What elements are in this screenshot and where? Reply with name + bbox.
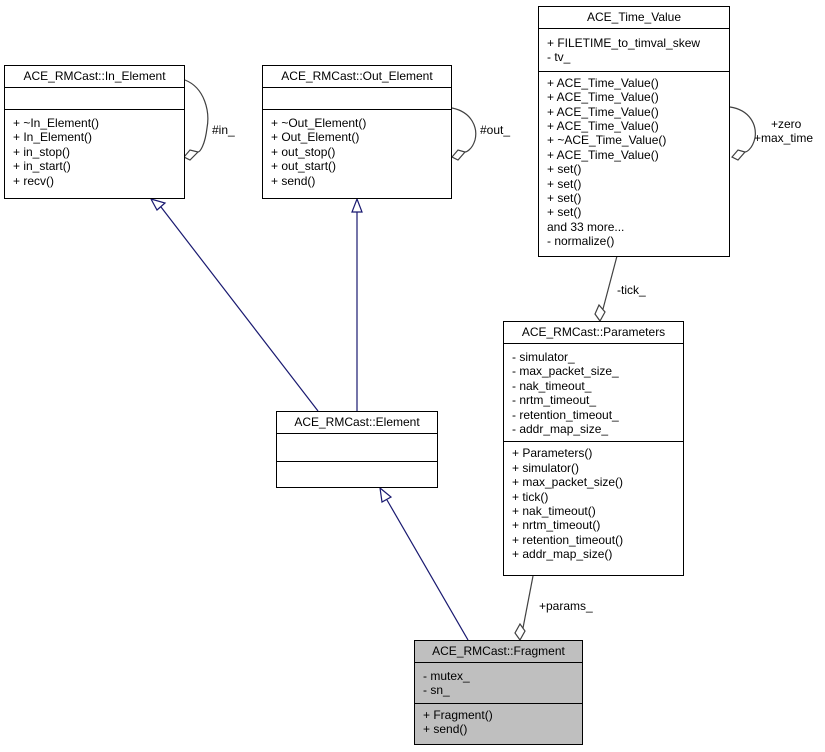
association-diamond-tick bbox=[594, 303, 606, 323]
method: + tick() bbox=[512, 489, 549, 504]
methods-section: + Parameters() + simulator() + max_packe… bbox=[504, 442, 683, 564]
method: + ~In_Element() bbox=[13, 116, 100, 130]
attributes-section bbox=[5, 88, 184, 110]
attribute: - nak_timeout_ bbox=[512, 378, 592, 393]
method: + send() bbox=[271, 173, 316, 188]
method: + ACE_Time_Value() bbox=[547, 104, 659, 119]
attribute: + FILETIME_to_timval_skew bbox=[547, 36, 701, 50]
inheritance-arrowhead-out-element bbox=[351, 197, 363, 213]
class-name: ACE_RMCast::Out_Element bbox=[263, 66, 451, 88]
method: + in_stop() bbox=[13, 144, 71, 159]
class-name: ACE_RMCast::Element bbox=[277, 412, 437, 434]
inheritance-edge-fragment-element bbox=[386, 499, 469, 641]
method: + addr_map_size() bbox=[512, 547, 613, 562]
attribute: - max_packet_size_ bbox=[512, 364, 619, 379]
tick-label: -tick_ bbox=[617, 283, 646, 297]
self-association-edge-time-value bbox=[729, 106, 756, 153]
self-association-diamond-out-element bbox=[451, 149, 467, 161]
method: + nrtm_timeout() bbox=[512, 518, 601, 533]
methods-section: + Fragment() + send() bbox=[415, 704, 582, 740]
method: + set() bbox=[547, 176, 582, 191]
method: + set() bbox=[547, 190, 582, 205]
method: + recv() bbox=[13, 173, 55, 188]
method: + send() bbox=[423, 722, 468, 737]
method: + Fragment() bbox=[423, 707, 493, 722]
attribute: - retention_timeout_ bbox=[512, 407, 619, 422]
method: + out_start() bbox=[271, 159, 337, 174]
association-diamond-params bbox=[514, 622, 526, 642]
methods-section: + ACE_Time_Value() + ACE_Time_Value() + … bbox=[539, 72, 729, 252]
inheritance-arrowhead-element bbox=[379, 486, 393, 503]
method: + set() bbox=[547, 162, 582, 177]
methods-section: + ~Out_Element() + Out_Element() + out_s… bbox=[263, 110, 451, 191]
attribute: - simulator_ bbox=[512, 350, 575, 364]
method: + ACE_Time_Value() bbox=[547, 118, 659, 133]
class-parameters[interactable]: ACE_RMCast::Parameters - simulator_ - ma… bbox=[503, 321, 684, 576]
self-association-edge-out-element bbox=[451, 107, 477, 153]
attribute: - nrtm_timeout_ bbox=[512, 393, 597, 408]
method: + ACE_Time_Value() bbox=[547, 90, 659, 105]
self-association-edge-in-element bbox=[184, 79, 209, 153]
attribute: - mutex_ bbox=[423, 669, 470, 683]
in-self-label: #in_ bbox=[212, 123, 235, 137]
attribute: - addr_map_size_ bbox=[512, 421, 609, 436]
attributes-section: - mutex_ - sn_ bbox=[415, 663, 582, 704]
class-fragment[interactable]: ACE_RMCast::Fragment - mutex_ - sn_ + Fr… bbox=[414, 640, 583, 745]
method: + nak_timeout() bbox=[512, 503, 596, 518]
class-ace-time-value[interactable]: ACE_Time_Value + FILETIME_to_timval_skew… bbox=[538, 6, 730, 257]
methods-section bbox=[277, 462, 437, 486]
out-self-label: #out_ bbox=[480, 123, 511, 137]
params-label: +params_ bbox=[539, 599, 593, 613]
method: + max_packet_size() bbox=[512, 475, 624, 490]
method: + ACE_Time_Value() bbox=[547, 75, 659, 90]
attributes-section: + FILETIME_to_timval_skew - tv_ bbox=[539, 29, 729, 72]
self-association-diamond-in-element bbox=[183, 149, 200, 161]
method: + set() bbox=[547, 205, 582, 220]
method: + in_start() bbox=[13, 159, 71, 174]
method: + Out_Element() bbox=[271, 130, 360, 145]
time-self-label-max-time: +max_time bbox=[754, 131, 814, 145]
class-name: ACE_Time_Value bbox=[539, 7, 729, 29]
attribute: - sn_ bbox=[423, 683, 450, 698]
methods-section: + ~In_Element() + In_Element() + in_stop… bbox=[5, 110, 184, 191]
association-edge-tick bbox=[602, 255, 618, 310]
inheritance-arrowhead-in-element bbox=[149, 198, 167, 211]
self-association-diamond-time-value bbox=[731, 149, 747, 161]
method: + ~ACE_Time_Value() bbox=[547, 133, 667, 148]
method: + retention_timeout() bbox=[512, 532, 624, 547]
method: and 33 more... bbox=[547, 219, 625, 234]
inheritance-edge-element-in-element bbox=[160, 206, 319, 412]
attributes-section bbox=[263, 88, 451, 110]
class-name: ACE_RMCast::In_Element bbox=[5, 66, 184, 88]
class-element[interactable]: ACE_RMCast::Element bbox=[276, 411, 438, 488]
method: - normalize() bbox=[547, 234, 615, 249]
class-out-element[interactable]: ACE_RMCast::Out_Element + ~Out_Element()… bbox=[262, 65, 452, 199]
method: + ACE_Time_Value() bbox=[547, 147, 659, 162]
class-in-element[interactable]: ACE_RMCast::In_Element + ~In_Element() +… bbox=[4, 65, 185, 199]
class-name: ACE_RMCast::Fragment bbox=[415, 641, 582, 663]
attributes-section: - simulator_ - max_packet_size_ - nak_ti… bbox=[504, 344, 683, 443]
method: + out_stop() bbox=[271, 144, 336, 159]
time-self-label-zero: +zero bbox=[771, 117, 802, 131]
method: + ~Out_Element() bbox=[271, 116, 367, 130]
method: + simulator() bbox=[512, 460, 580, 475]
association-edge-params bbox=[522, 575, 534, 629]
method: + In_Element() bbox=[13, 130, 93, 145]
method: + Parameters() bbox=[512, 446, 593, 461]
attribute: - tv_ bbox=[547, 50, 571, 65]
class-name: ACE_RMCast::Parameters bbox=[504, 322, 683, 344]
attributes-section bbox=[277, 434, 437, 462]
